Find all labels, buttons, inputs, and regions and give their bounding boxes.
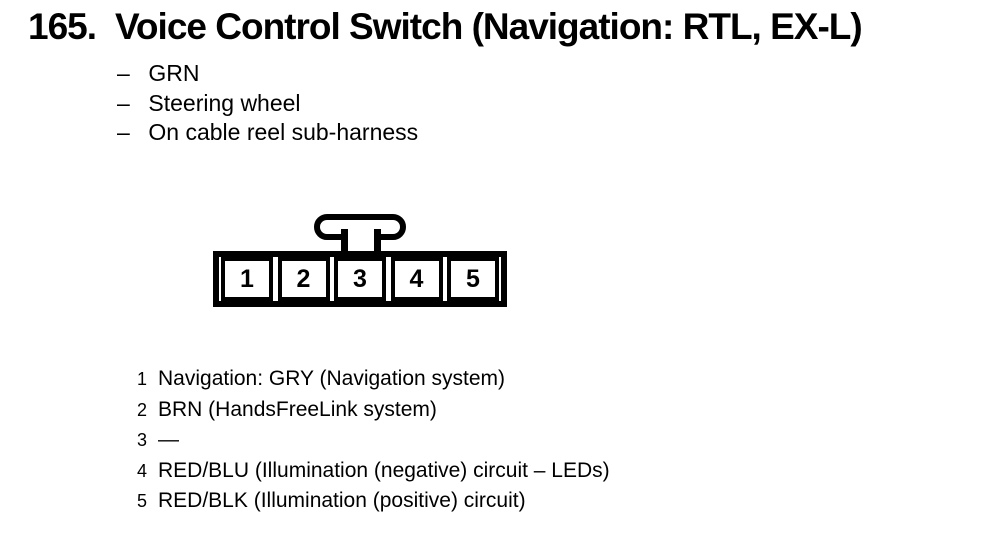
attribute-item: – On cable reel sub-harness bbox=[117, 118, 418, 148]
attribute-label: Steering wheel bbox=[148, 89, 301, 116]
pin-description: — bbox=[158, 428, 179, 451]
dash-bullet: – bbox=[117, 89, 130, 116]
item-number: 165. bbox=[28, 6, 97, 47]
cavity-number: 4 bbox=[409, 264, 424, 293]
heading: 165. Voice Control Switch (Navigation: R… bbox=[28, 6, 978, 48]
attribute-label: On cable reel sub-harness bbox=[148, 119, 419, 145]
cavity-number: 2 bbox=[296, 264, 311, 293]
pin-description: RED/BLU (Illumination (negative) circuit… bbox=[158, 458, 610, 482]
dash-bullet: – bbox=[117, 119, 130, 145]
pin-row: 4 RED/BLU (Illumination (negative) circu… bbox=[137, 456, 610, 487]
connector-cavity: 1 bbox=[221, 257, 273, 301]
pin-row: 1 Navigation: GRY (Navigation system) bbox=[137, 364, 610, 395]
connector-cavity: 4 bbox=[390, 257, 443, 301]
pin-description: BRN (HandsFreeLink system) bbox=[158, 397, 437, 421]
cavity-number: 3 bbox=[353, 264, 367, 293]
pin-row: 2 BRN (HandsFreeLink system) bbox=[137, 395, 610, 426]
page-title: Voice Control Switch (Navigation: RTL, E… bbox=[115, 6, 863, 47]
attribute-item: – Steering wheel bbox=[117, 89, 418, 119]
pin-legend: 1 Navigation: GRY (Navigation system) 2 … bbox=[137, 364, 610, 517]
connector-body: 1 2 3 4 5 bbox=[213, 251, 507, 307]
dash-bullet: – bbox=[117, 60, 130, 86]
pin-number: 1 bbox=[137, 369, 148, 389]
cavity-number: 5 bbox=[466, 264, 480, 293]
pin-row: 3 — bbox=[137, 425, 610, 456]
pin-description: Navigation: GRY (Navigation system) bbox=[158, 367, 506, 390]
attribute-list: – GRN – Steering wheel – On cable reel s… bbox=[117, 59, 418, 148]
cavity-number: 1 bbox=[240, 264, 254, 293]
connector-lock-tab-stem bbox=[341, 229, 381, 252]
pin-number: 3 bbox=[137, 430, 148, 450]
pin-number: 2 bbox=[137, 399, 148, 420]
attribute-label: GRN bbox=[148, 60, 200, 86]
attribute-item: – GRN bbox=[117, 59, 418, 89]
connector-cavity: 2 bbox=[277, 257, 330, 301]
pin-row: 5 RED/BLK (Illumination (positive) circu… bbox=[137, 486, 610, 517]
connector-cavity: 5 bbox=[447, 257, 499, 301]
pin-number: 5 bbox=[137, 491, 148, 511]
pin-number: 4 bbox=[137, 460, 148, 481]
pin-description: RED/BLK (Illumination (positive) circuit… bbox=[158, 489, 526, 512]
connector-cavity: 3 bbox=[334, 257, 386, 301]
